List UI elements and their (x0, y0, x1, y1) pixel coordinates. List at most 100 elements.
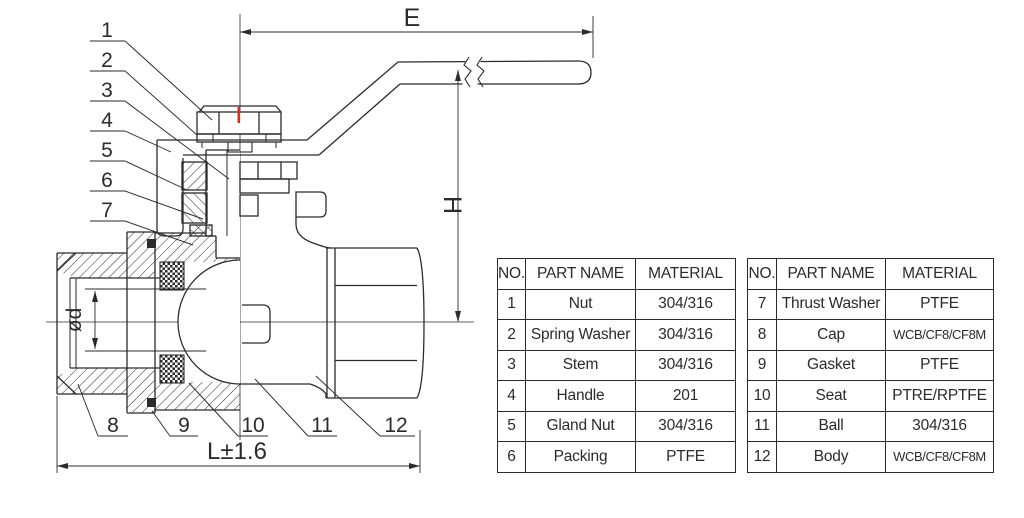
table-row: 5 Gland Nut 304/316 (497, 410, 736, 442)
part-name-cell: Spring Washer (525, 319, 636, 351)
callouts-left: 1 2 3 4 5 6 7 (90, 19, 230, 246)
callout-3: 3 (101, 79, 113, 102)
callout-7: 7 (101, 199, 113, 222)
table-row: 10 Seat PTRE/RPTFE (747, 380, 994, 412)
part-no-cell: 7 (747, 288, 777, 320)
break-symbol (463, 56, 472, 88)
part-no-cell: 3 (497, 349, 526, 381)
break-symbol (476, 56, 485, 88)
part-name-cell: Handle (525, 380, 636, 412)
material-cell: PTFE (635, 441, 736, 473)
callout-12: 12 (384, 414, 407, 437)
callout-10: 10 (241, 414, 264, 437)
table-header-row: NO. PART NAME MATERIAL (497, 258, 736, 290)
part-no-cell: 11 (747, 410, 777, 442)
handle-break-mask (462, 57, 481, 88)
nut-and-washer (196, 105, 282, 153)
table-row: 12 Body WCB/CF8/CF8M (747, 441, 994, 473)
callouts-bottom: 8 9 10 11 12 (77, 375, 415, 437)
table-row: 2 Spring Washer 304/316 (497, 319, 736, 351)
part-no-cell: 8 (747, 319, 777, 351)
part-no-cell: 2 (497, 319, 526, 351)
table-row: 6 Packing PTFE (497, 441, 736, 473)
col-header-no: NO. (497, 258, 526, 290)
table-row: 8 Cap WCB/CF8/CF8M (747, 319, 994, 351)
part-name-cell: Thrust Washer (776, 288, 886, 320)
col-header-material: MATERIAL (885, 258, 994, 290)
dimension-L-label: L±1.6 (207, 438, 267, 465)
table-row: 7 Thrust Washer PTFE (747, 288, 994, 320)
gland-nut-section (181, 161, 208, 191)
body-external (240, 217, 425, 399)
col-header-part: PART NAME (776, 258, 886, 290)
packing-section (181, 192, 208, 224)
spring-washer (196, 133, 282, 143)
material-cell: 201 (635, 380, 736, 412)
body-boss (242, 304, 271, 344)
callout-4: 4 (101, 109, 113, 132)
table-row: 9 Gasket PTFE (747, 349, 994, 381)
dimension-H: H (438, 70, 466, 322)
material-cell: PTFE (885, 349, 994, 381)
handle-grip (397, 60, 592, 85)
dimension-E-label: E (404, 4, 421, 32)
part-name-cell: Body (776, 441, 886, 473)
handle (156, 56, 592, 237)
material-cell: 304/316 (635, 288, 736, 320)
table-header-row: NO. PART NAME MATERIAL (747, 258, 994, 290)
dimension-bore-label: ød (63, 308, 86, 333)
handle-bracket (156, 140, 184, 237)
callout-1: 1 (101, 19, 113, 42)
part-name-cell: Cap (776, 319, 886, 351)
callout-9: 9 (178, 414, 190, 437)
material-cell: 304/316 (635, 410, 736, 442)
part-no-cell: 9 (747, 349, 777, 381)
material-cell: 304/316 (635, 349, 736, 381)
callout-11: 11 (311, 414, 333, 437)
table-row: 11 Ball 304/316 (747, 410, 994, 442)
gaskets (147, 239, 156, 407)
stem-assembly (181, 149, 240, 259)
part-name-cell: Gasket (776, 349, 886, 381)
dimension-bore: ød (63, 291, 98, 349)
part-name-cell: Seat (776, 380, 886, 412)
bore-lines (85, 288, 206, 352)
dimension-L: L±1.6 (56, 396, 421, 473)
col-header-no: NO. (747, 258, 777, 290)
part-name-cell: Ball (776, 410, 886, 442)
part-name-cell: Packing (525, 441, 636, 473)
part-name-cell: Nut (525, 288, 636, 320)
part-no-cell: 12 (747, 441, 777, 473)
table-row: 1 Nut 304/316 (497, 288, 736, 320)
material-cell: WCB/CF8/CF8M (885, 441, 994, 473)
red-mark (237, 107, 241, 123)
callout-8: 8 (107, 414, 119, 437)
part-name-cell: Gland Nut (525, 410, 636, 442)
callout-5: 5 (101, 139, 113, 162)
col-header-material: MATERIAL (635, 258, 736, 290)
material-cell: PTFE (885, 288, 994, 320)
col-header-part: PART NAME (525, 258, 636, 290)
dimension-H-label: H (438, 196, 466, 214)
table-row: 3 Stem 304/316 (497, 349, 736, 381)
part-name-cell: Stem (525, 349, 636, 381)
callout-2: 2 (101, 49, 113, 72)
part-no-cell: 1 (497, 288, 526, 320)
callout-6: 6 (101, 169, 113, 192)
parts-table-1: NO. PART NAME MATERIAL 1 Nut 304/316 2 S… (497, 258, 736, 473)
material-cell: 304/316 (635, 319, 736, 351)
gland-external (239, 161, 327, 218)
part-no-cell: 5 (497, 410, 526, 442)
part-no-cell: 4 (497, 380, 526, 412)
dimension-E: E (240, 4, 594, 58)
parts-table-2: NO. PART NAME MATERIAL 7 Thrust Washer P… (747, 258, 994, 473)
material-cell: PTRE/RPTFE (885, 380, 994, 412)
part-no-cell: 6 (497, 441, 526, 473)
seats (159, 261, 185, 384)
table-row: 4 Handle 201 (497, 380, 736, 412)
part-no-cell: 10 (747, 380, 777, 412)
material-cell: WCB/CF8/CF8M (885, 319, 994, 351)
ball (177, 259, 241, 385)
